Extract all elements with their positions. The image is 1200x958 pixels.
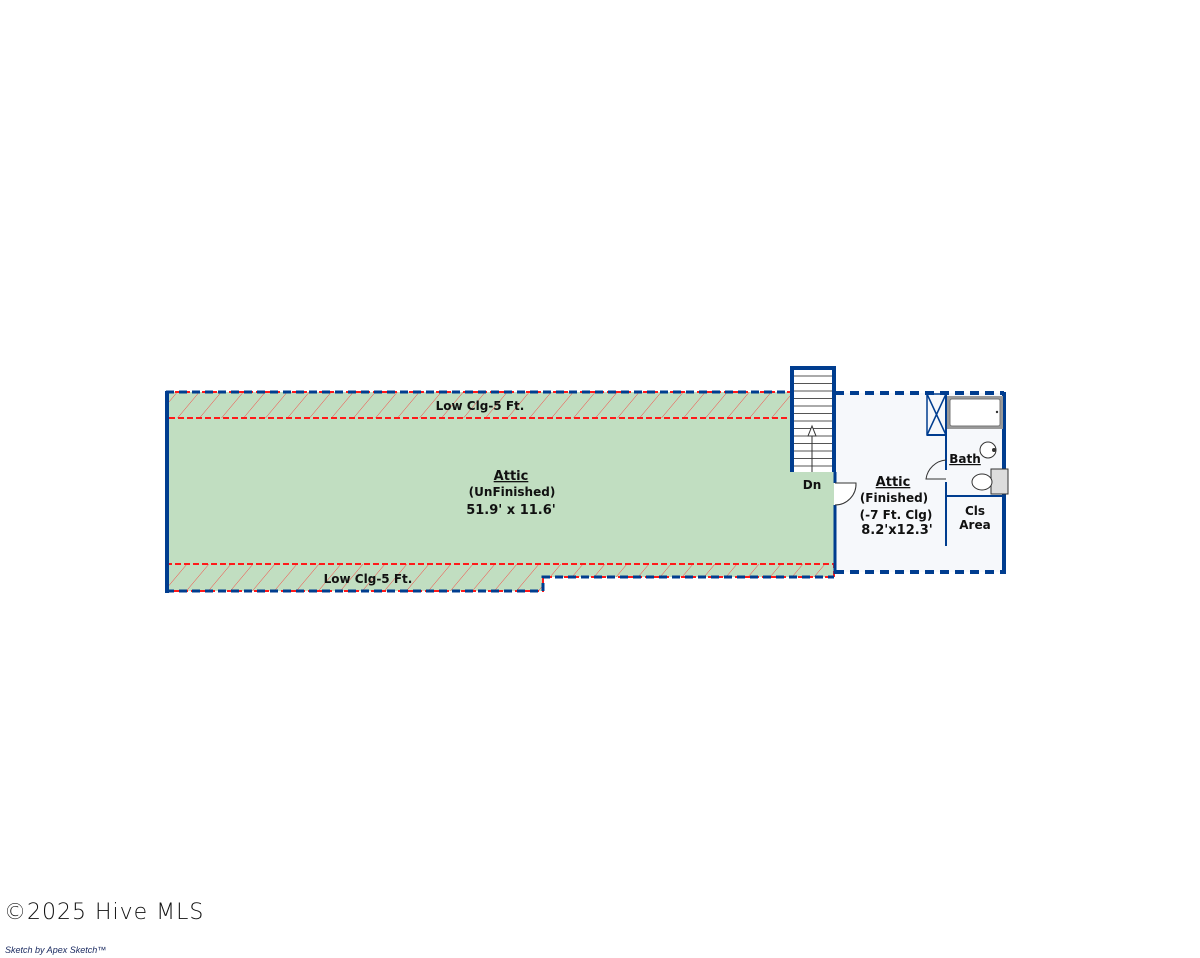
finished-attic-name: Attic xyxy=(876,475,911,490)
bath-label: Bath xyxy=(949,452,981,466)
low-ceiling-top-label: Low Clg-5 Ft. xyxy=(436,399,525,413)
up-arrow-icon xyxy=(807,424,817,437)
toilet-icon xyxy=(971,468,1009,495)
stairs-down-label: Dn xyxy=(803,478,822,492)
unfinished-attic-name: Attic xyxy=(494,469,529,484)
finished-attic-subtitle: (Finished) xyxy=(860,491,928,505)
stairs xyxy=(790,366,836,472)
closet-label-line2: Area xyxy=(959,518,990,532)
sink-icon xyxy=(979,441,997,459)
finished-attic-room xyxy=(833,391,1009,574)
door-arc xyxy=(834,482,857,506)
finished-attic-dims: 8.2'x12.3' xyxy=(861,523,932,538)
unfinished-attic-dims: 51.9' x 11.6' xyxy=(466,503,556,518)
finished-attic-ceiling: (-7 Ft. Clg) xyxy=(860,508,933,522)
low-ceiling-bottom-label: Low Clg-5 Ft. xyxy=(324,572,413,586)
low-ceiling-bottom-zone xyxy=(165,563,835,592)
unfinished-attic-subtitle: (UnFinished) xyxy=(469,485,556,499)
copyright-watermark: ©2025 Hive MLS xyxy=(4,900,205,925)
closet-label-line1: Cls xyxy=(965,504,985,518)
shower-x-icon xyxy=(926,393,947,436)
sketch-credit: Sketch by Apex Sketch™ xyxy=(5,945,107,955)
bathtub-icon xyxy=(947,396,1003,429)
bath-door-arc xyxy=(925,459,947,480)
